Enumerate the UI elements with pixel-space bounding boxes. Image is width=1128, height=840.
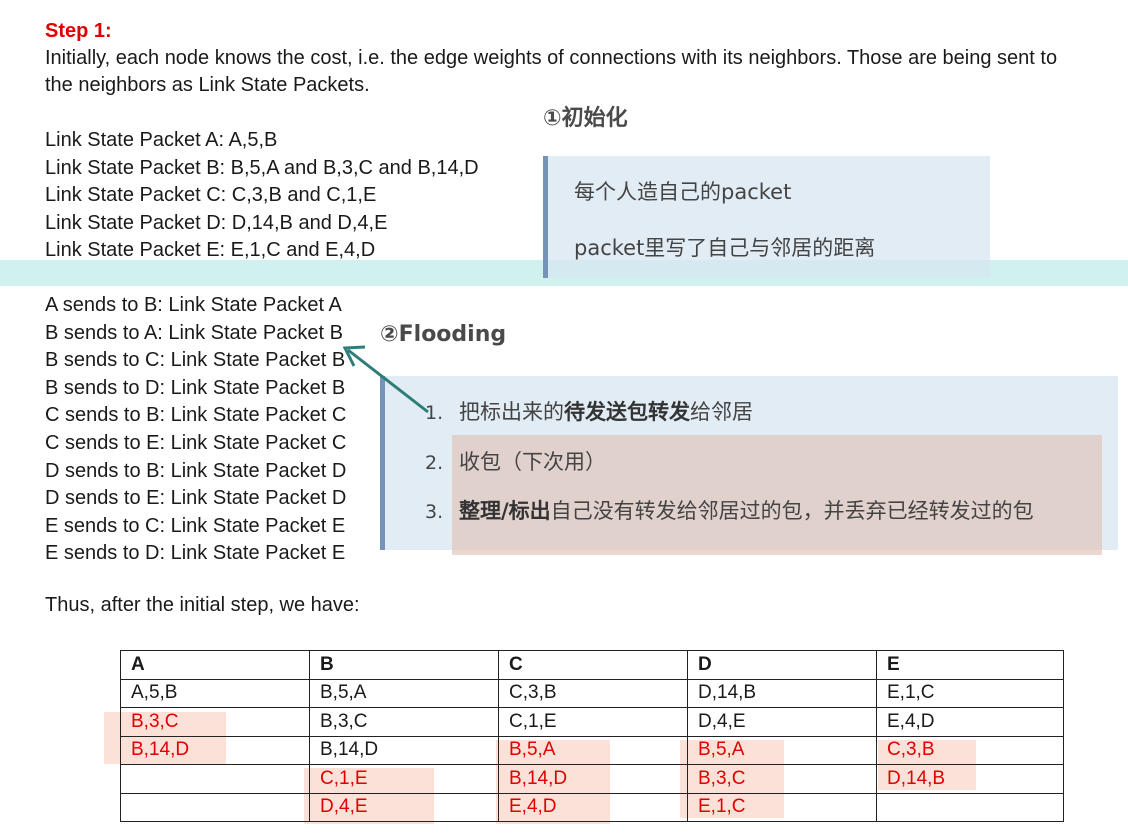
send-line: D sends to B: Link State Packet D (45, 459, 347, 482)
table-cell: B,5,A (687, 735, 877, 765)
step-text: 把标出来的 (459, 400, 564, 424)
table-cell: A,5,B (120, 678, 310, 708)
table-cell: D,14,B (687, 678, 877, 708)
send-line: E sends to C: Link State Packet E (45, 514, 346, 537)
table-row: C,1,E B,14,D B,3,C D,14,B (120, 764, 1064, 794)
table-cell: B,14,D (309, 735, 499, 765)
table-cell: B,3,C (309, 707, 499, 737)
step-text: 自己没有转发给邻居过的包，并丢弃已经转发过的包 (550, 499, 1034, 523)
table-cell: D,4,E (309, 792, 499, 822)
packet-line: Link State Packet D: D,14,B and D,4,E (45, 211, 388, 234)
table-cell: E,1,C (687, 792, 877, 822)
table-row: B,14,D B,14,D B,5,A B,5,A C,3,B (120, 735, 1064, 765)
table-header: B (309, 650, 499, 680)
step-bold: 待发送包转发 (564, 400, 690, 424)
step-number: 2. (425, 452, 444, 474)
table-header: C (498, 650, 688, 680)
table-cell: C,3,B (876, 735, 1064, 765)
table-cell: D,4,E (687, 707, 877, 737)
init-annotation-box: 每个人造自己的packet packet里写了自己与邻居的距离 (543, 156, 990, 278)
send-line: E sends to D: Link State Packet E (45, 542, 346, 565)
table-cell: E,1,C (876, 678, 1064, 708)
table-cell: B,5,A (498, 735, 688, 765)
packet-list: Link State Packet A: A,5,B Link State Pa… (45, 127, 479, 265)
packet-line: Link State Packet C: C,3,B and C,1,E (45, 184, 377, 207)
flooding-step: 2. 收包（下次用） (425, 446, 606, 476)
init-annotation-line: packet里写了自己与邻居的距离 (574, 236, 876, 260)
table-cell: B,3,C (687, 764, 877, 794)
init-annotation-title: ①初始化 (543, 106, 628, 131)
send-line: B sends to A: Link State Packet B (45, 321, 343, 344)
table-cell: B,14,D (498, 764, 688, 794)
summary-sentence: Thus, after the initial step, we have: (45, 594, 360, 616)
packet-line: Link State Packet A: A,5,B (45, 129, 278, 151)
table-cell: C,1,E (309, 764, 499, 794)
table-cell (120, 764, 310, 794)
table-header: E (876, 650, 1064, 680)
link-state-table: A B C D E A,5,B B,5,A C,3,B D,14,B E,1,C… (120, 650, 1064, 822)
table-cell: B,5,A (309, 678, 499, 708)
send-line: B sends to C: Link State Packet B (45, 349, 346, 372)
table-cell (120, 792, 310, 822)
table-header: A (120, 650, 310, 680)
send-line: C sends to E: Link State Packet C (45, 431, 347, 454)
table-header: D (687, 650, 877, 680)
step-number: 1. (425, 402, 444, 424)
flooding-step: 1. 把标出来的待发送包转发给邻居 (425, 396, 753, 426)
arrow-shaft (347, 348, 429, 414)
arrow-head (342, 345, 366, 367)
send-line: A sends to B: Link State Packet A (45, 294, 342, 316)
step-text: 给邻居 (690, 400, 753, 424)
table-row: A,5,B B,5,A C,3,B D,14,B E,1,C (120, 678, 1064, 708)
table-cell: D,14,B (876, 764, 1064, 794)
table-cell (876, 792, 1064, 822)
send-line: D sends to E: Link State Packet D (45, 487, 347, 510)
flooding-step: 3. 整理/标出自己没有转发给邻居过的包，并丢弃已经转发过的包 (425, 495, 1034, 525)
step-title: Step 1: (45, 20, 112, 42)
table-row: B,3,C B,3,C C,1,E D,4,E E,4,D (120, 707, 1064, 737)
table-cell: B,3,C (120, 707, 310, 737)
table-cell: B,14,D (120, 735, 310, 765)
packet-line: Link State Packet E: E,1,C and E,4,D (45, 239, 376, 262)
table-row: D,4,E E,4,D E,1,C (120, 792, 1064, 822)
receive-highlight (452, 435, 1102, 555)
packet-line: Link State Packet B: B,5,A and B,3,C and… (45, 156, 479, 179)
send-line: B sends to D: Link State Packet B (45, 376, 346, 399)
table-cell: E,4,D (876, 707, 1064, 737)
intro-paragraph: Initially, each node knows the cost, i.e… (45, 47, 1058, 96)
send-line: C sends to B: Link State Packet C (45, 404, 347, 427)
table-header-row: A B C D E (120, 650, 1064, 680)
table-cell: C,1,E (498, 707, 688, 737)
step-bold: 整理/标出 (459, 499, 551, 523)
sends-list: A sends to B: Link State Packet A B send… (45, 292, 346, 568)
step-text: 收包（下次用） (459, 450, 606, 474)
init-annotation-line: 每个人造自己的packet (574, 180, 792, 204)
table-cell: E,4,D (498, 792, 688, 822)
step-number: 3. (425, 501, 444, 523)
table-cell: C,3,B (498, 678, 688, 708)
flooding-steps: 1. 把标出来的待发送包转发给邻居 2. 收包（下次用） 3. 整理/标出自己没有转发… (380, 376, 1113, 550)
flooding-annotation-title: ②Flooding (380, 322, 507, 347)
